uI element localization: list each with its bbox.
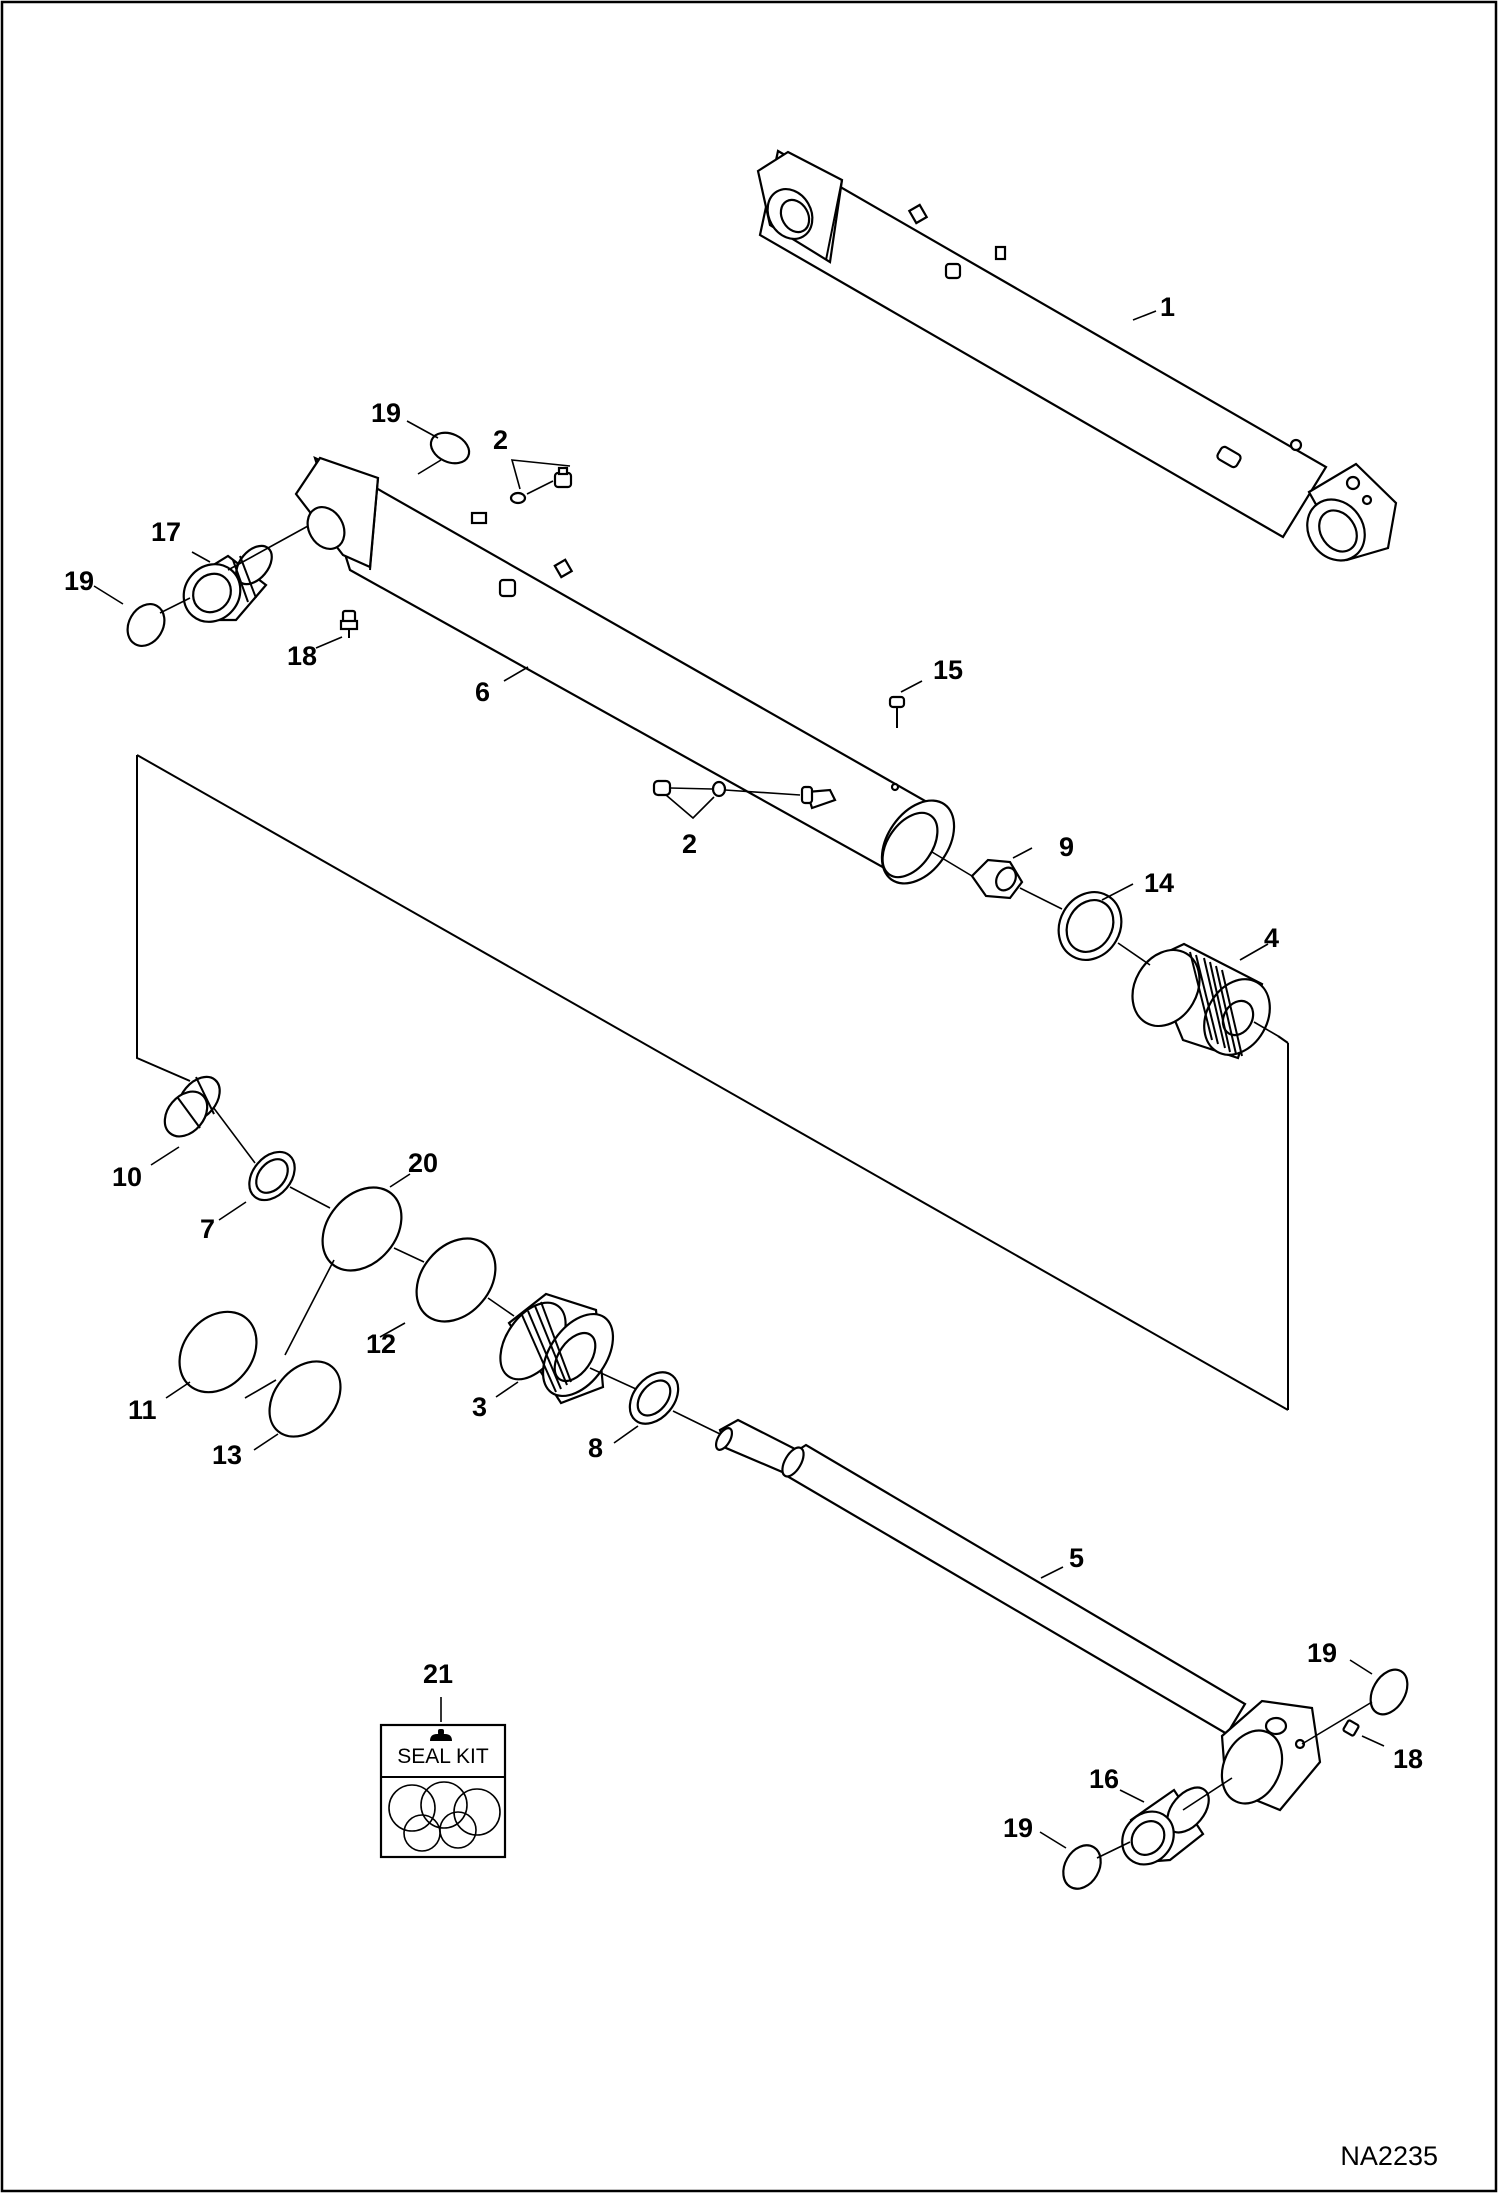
barrel-part [294,455,956,885]
callout-13: 13 [212,1440,242,1470]
grease-fitting-18a-part [339,609,359,638]
piston-rod-5-part [714,1418,1322,1812]
assembly-grouping-outline [136,754,1289,1411]
snap-ring-19a-part [429,431,471,465]
backup-ring-12-part [415,1237,497,1323]
seal-kit-21-part: 21 SEAL KIT [379,1659,507,1859]
cylinder-head-3-part [499,1292,615,1405]
callout-10: 10 [112,1162,142,1192]
rod-wiper-10-part [163,1075,221,1138]
callout-19d: 19 [1003,1813,1033,1843]
o-ring-20-part [321,1186,403,1272]
grease-fitting-18b-part [1342,1719,1360,1737]
callout-18b: 18 [1393,1744,1423,1774]
callout-1: 1 [1160,292,1175,322]
seal-kit-number: 21 [423,1659,453,1689]
assembly-axis-lines [159,459,1373,1859]
callout-20: 20 [408,1148,438,1178]
seal-kit-label: SEAL KIT [397,1745,489,1768]
callout-leaders [93,310,1385,1849]
callout-2b: 2 [682,829,697,859]
snap-ring-19d-part [1062,1844,1102,1890]
wear-ring-14-part [1057,891,1123,961]
cylinder-assembly-part [756,149,1398,562]
diagram-code: NA2235 [1340,2141,1438,2171]
port-plug-2a-part [509,466,573,505]
rod-seal-7-part [248,1150,296,1202]
callout-6: 6 [475,677,490,707]
callout-19c: 19 [1307,1638,1337,1668]
lock-nut-9-part [970,858,1024,900]
snap-ring-19b-part [126,603,166,647]
callout-labels: 1 2 2 3 4 5 6 7 8 9 10 11 12 13 14 15 16… [64,292,1423,1843]
bushing-17-part [182,544,273,623]
callout-19a: 19 [371,398,401,428]
callout-7: 7 [200,1214,215,1244]
o-ring-11-part [178,1310,258,1394]
callout-2a: 2 [493,425,508,455]
callout-8: 8 [588,1433,603,1463]
callout-19b: 19 [64,566,94,596]
snap-ring-19c-part [1369,1668,1409,1716]
callout-17: 17 [151,517,181,547]
callout-9: 9 [1059,832,1074,862]
backup-ring-13-part [268,1360,342,1438]
callout-3: 3 [472,1392,487,1422]
callout-12: 12 [366,1329,396,1359]
callout-11: 11 [128,1395,157,1425]
callout-14: 14 [1144,868,1174,898]
port-plug-2b-part [652,779,837,810]
piston-4-part [1131,942,1271,1060]
callout-16: 16 [1089,1764,1119,1794]
callout-15: 15 [933,655,963,685]
callout-4: 4 [1264,923,1279,953]
wear-ring-8-part [628,1371,680,1425]
callout-18a: 18 [287,641,317,671]
callout-5: 5 [1069,1543,1084,1573]
bleed-plug-15-part [888,695,906,728]
